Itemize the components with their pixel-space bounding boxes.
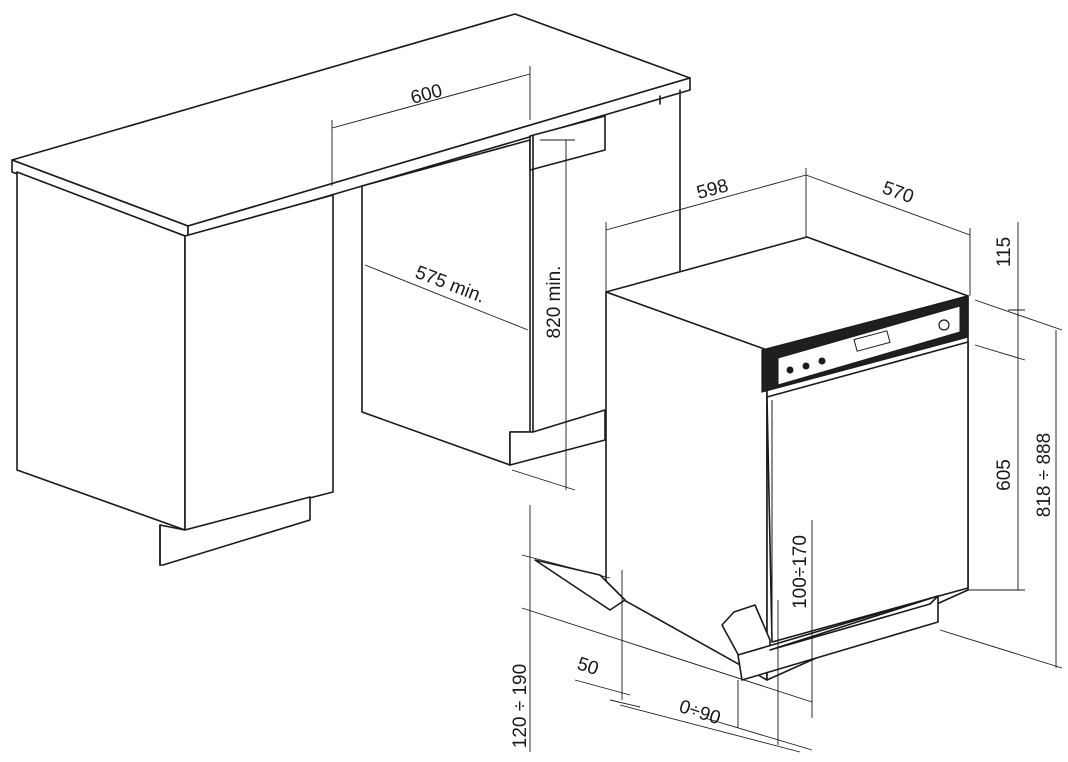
dim-label-plinth-height: 100÷170 — [790, 535, 811, 609]
countertop — [11, 13, 691, 238]
niche-opening — [361, 89, 681, 466]
dim-label-opening-height: 820 min. — [544, 266, 565, 339]
dim-label-kick-height: 120 ÷ 190 — [510, 664, 531, 748]
left-cabinet — [16, 171, 334, 566]
dim-label-total-height: 818 ÷ 888 — [1034, 433, 1055, 517]
dishwasher-body — [534, 236, 969, 681]
dim-label-appliance-width: 598 — [695, 175, 731, 203]
dim-label-kick-setback: 50 — [574, 654, 601, 681]
dim-label-door-height: 605 — [994, 459, 1015, 491]
dim-label-top-gap: 115 — [994, 237, 1015, 267]
dimension-lines — [331, 66, 1063, 753]
dim-label-kick-offset: 0÷90 — [676, 696, 723, 729]
